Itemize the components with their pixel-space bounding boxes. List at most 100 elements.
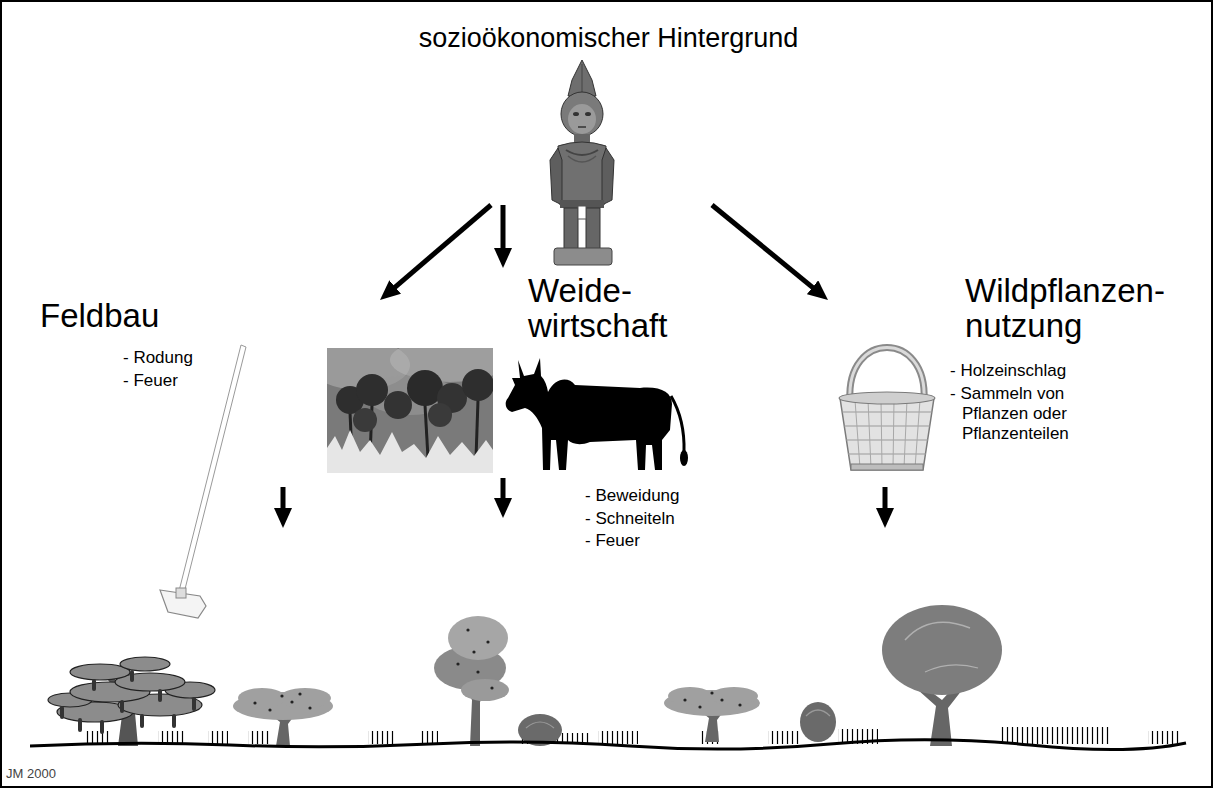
down-arrow [283,478,885,510]
basket [840,398,934,470]
pod-tree [78,718,82,732]
grass [1148,731,1180,744]
basket [855,400,860,468]
statue-figure [558,142,606,205]
acacia-tree [683,698,686,701]
cow-silhouette [671,396,684,452]
statue-figure [568,104,596,134]
bullet-text: - Feuer [123,371,178,391]
tall-tree [456,662,459,665]
basket [839,392,935,404]
land-use-group: Wildpflanzen- nutzung- Holzeinschlag- Sa… [828,268,1209,450]
tall-tree [476,670,479,673]
acacia-tree [698,705,701,708]
hoe-tool [176,588,186,598]
basket [881,400,882,468]
basket [904,400,907,468]
savanna-landscape [30,740,1186,750]
big-tree [882,605,1002,695]
fire-photo [327,430,493,473]
statue-figure [561,92,603,136]
pod-tree [92,679,96,691]
bush [800,702,836,742]
bullet-text: - Beweidung [585,486,680,506]
category-heading: Feldbau [40,298,159,334]
down-arrow [281,487,286,510]
fire-photo [425,405,428,458]
tall-tree [448,616,508,660]
statue-figure [573,112,579,116]
bullet-text: - Sammeln von Pflanzen oder Pflanzenteil… [950,384,1085,445]
arrow-connector [501,205,506,250]
basket [868,400,871,468]
pod-tree [120,700,124,713]
acacia-tree [738,703,741,706]
statue-figure [550,60,614,265]
cow-silhouette [680,450,688,466]
acacia-tree [290,700,293,703]
grass [1000,727,1110,744]
category-heading: Weide- wirtschaft [528,274,678,343]
pod-tree [158,689,162,702]
pod-tree [120,657,170,671]
tall-tree [466,628,469,631]
grass [368,731,396,744]
acacia-tree [298,692,301,695]
grass [420,731,438,744]
statue-figure [550,148,562,205]
acacia-tree [268,708,271,711]
fire-photo [327,348,493,473]
basket [893,400,894,468]
fire-photo [384,391,412,419]
arrow-connector [712,205,814,289]
title-group: sozioökonomischer Hintergrund [405,12,812,205]
pod-tree [172,714,176,728]
down-arrow [501,478,506,500]
cow-silhouette [506,358,688,470]
basket [848,453,926,454]
hoe-tool [178,345,246,597]
grass [598,731,638,744]
heading-text: sozioökonomischer Hintergrund [405,22,812,54]
statue-figure [602,148,614,205]
grass [768,731,800,744]
statue-figure [566,150,598,155]
bullet-text: - Holzeinschlag [950,361,1066,381]
statue-figure [582,64,583,94]
statue-figure [554,248,612,265]
basket [851,464,923,470]
bush [806,710,830,716]
cow-silhouette [506,358,672,470]
savanna-landscape [30,605,1186,750]
acacia-tree [280,694,283,697]
fire-photo [353,408,377,432]
acacia-tree [668,687,712,705]
big-tree [905,622,970,640]
tall-tree [434,616,509,746]
pod-tree [48,657,215,746]
statue-figure [568,60,596,96]
statue-figure [568,156,596,162]
bullet-text: - Feuer [585,531,640,551]
acacia-tree [279,688,331,708]
fire-photo [356,374,388,406]
tall-tree [486,640,489,643]
big-tree [882,605,1002,746]
statue-figure [585,112,591,116]
acacia-tree [720,698,723,701]
acacia-tree [238,688,286,708]
pod-tree [100,720,104,734]
bullet-text: - Rodung [123,348,193,368]
fire-photo [462,369,493,401]
statue-figure [578,206,586,219]
land-use-group: Feldbau - Rodung - Feuer [38,290,380,395]
pod-tree [60,706,64,719]
bush [800,702,836,742]
grass [248,731,270,744]
basket [839,348,935,471]
acacia-tree [253,701,256,704]
acacia-tree [710,691,713,694]
bullet-text: - Schneiteln [585,509,675,529]
